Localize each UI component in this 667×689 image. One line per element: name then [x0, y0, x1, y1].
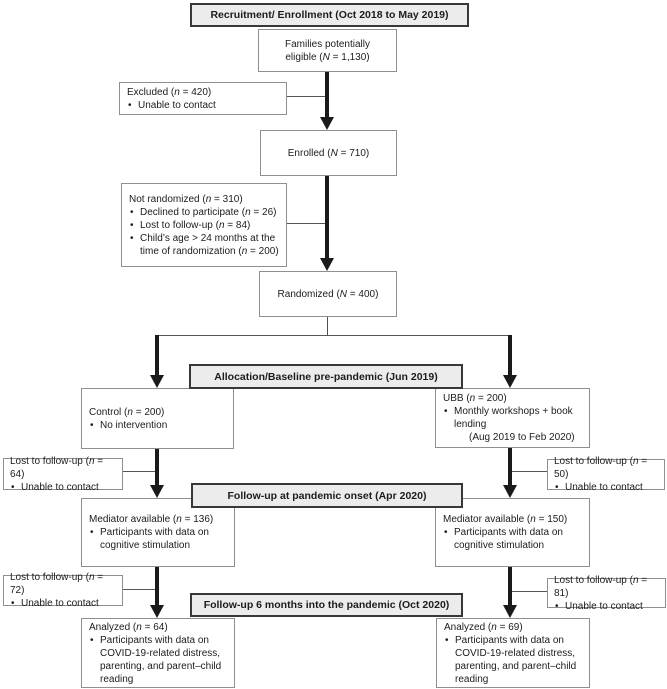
bullet-item: Unable to contact: [554, 481, 662, 494]
connector-lost-control-1: [123, 471, 157, 472]
connector-lost-control-2: [123, 589, 157, 590]
analyzed-control-box: Analyzed (n = 64) Participants with data…: [81, 618, 235, 688]
connector-branch-horizontal: [155, 335, 511, 336]
flow-line-control-mediator: [155, 449, 159, 486]
bullet-item: Participants with data on COVID-19-relat…: [89, 634, 230, 686]
box-note: (Aug 2019 to Feb 2020): [469, 432, 575, 443]
stage-header-recruitment: Recruitment/ Enrollment (Oct 2018 to May…: [190, 3, 469, 27]
flow-line-branch-control: [155, 335, 159, 376]
bullet-item: Unable to contact: [554, 600, 663, 613]
connector-randomized-branch: [327, 317, 328, 336]
bullet-item: Monthly workshops + book lending: [443, 405, 585, 431]
not-randomized-box: Not randomized (n = 310) Declined to par…: [121, 183, 287, 267]
arrowhead-randomized-icon: [320, 258, 334, 271]
flow-line-enrolled-randomized: [325, 176, 329, 259]
bullet-item: Unable to contact: [10, 597, 120, 610]
control-box: Control (n = 200) No intervention: [81, 388, 234, 449]
box-line: Randomized (N = 400): [277, 288, 379, 300]
stage-header-allocation: Allocation/Baseline pre-pandemic (Jun 20…: [189, 364, 463, 389]
analyzed-ubb-box: Analyzed (n = 69) Participants with data…: [436, 618, 590, 688]
flow-line-mediator-analyzed-ubb: [508, 567, 512, 606]
bullet-item: Participants with data on cognitive stim…: [89, 526, 230, 552]
mediator-available-ubb-box: Mediator available (n = 150) Participant…: [435, 498, 590, 567]
bullet-item: Lost to follow-up (n = 84): [129, 219, 282, 232]
arrowhead-analyzed-control-icon: [150, 605, 164, 618]
arrowhead-mediator-control-icon: [150, 485, 164, 498]
bullet-item: Child’s age > 24 months at the time of r…: [129, 232, 282, 258]
box-title: Lost to follow-up (n = 64): [10, 455, 104, 480]
arrowhead-analyzed-ubb-icon: [503, 605, 517, 618]
box-title: UBB (n = 200): [443, 393, 507, 404]
excluded-box: Excluded (n = 420) Unable to contact: [119, 82, 287, 115]
lost-to-followup-ubb-2-box: Lost to follow-up (n = 81) Unable to con…: [547, 575, 666, 613]
box-title: Lost to follow-up (n = 50): [554, 456, 648, 480]
bullet-item: Participants with data on COVID-19-relat…: [444, 634, 585, 686]
enrolled-box: Enrolled (N = 710): [260, 130, 397, 176]
box-title: Excluded (n = 420): [127, 86, 212, 98]
bullet-item: Declined to participate (n = 26): [129, 206, 282, 219]
lost-to-followup-ubb-1-box: Lost to follow-up (n = 50) Unable to con…: [547, 456, 665, 494]
ubb-box: UBB (n = 200) Monthly workshops + book l…: [435, 388, 590, 448]
lost-to-followup-control-1-box: Lost to follow-up (n = 64) Unable to con…: [3, 455, 123, 494]
flow-line-ubb-mediator: [508, 448, 512, 486]
stage-header-followup-6mo: Follow-up 6 months into the pandemic (Oc…: [190, 593, 463, 617]
box-line: Families potentially: [284, 38, 371, 50]
flow-line-mediator-analyzed-control: [155, 567, 159, 606]
box-title: Mediator available (n = 136): [89, 514, 214, 525]
stage-header-followup-onset: Follow-up at pandemic onset (Apr 2020): [191, 483, 463, 508]
connector-lost-ubb-1: [510, 471, 547, 472]
families-eligible-box: Families potentially eligible (N = 1,130…: [258, 29, 397, 72]
box-title: Control (n = 200): [89, 406, 165, 418]
flow-line-branch-ubb: [508, 335, 512, 376]
connector-lost-ubb-2: [510, 591, 547, 592]
arrowhead-enrolled-icon: [320, 117, 334, 130]
arrowhead-mediator-ubb-icon: [503, 485, 517, 498]
connector-not-randomized: [287, 223, 327, 224]
bullet-item: Participants with data on cognitive stim…: [443, 526, 585, 552]
box-title: Analyzed (n = 69): [444, 621, 523, 633]
randomized-box: Randomized (N = 400): [259, 271, 397, 317]
box-title: Analyzed (n = 64): [89, 621, 168, 633]
bullet-item: Unable to contact: [127, 99, 282, 112]
arrowhead-ubb-icon: [503, 375, 517, 388]
lost-to-followup-control-2-box: Lost to follow-up (n = 72) Unable to con…: [3, 572, 123, 610]
box-title: Lost to follow-up (n = 72): [10, 572, 104, 596]
flow-line-families-enrolled: [325, 72, 329, 118]
connector-excluded: [287, 96, 327, 97]
box-title: Mediator available (n = 150): [443, 514, 568, 525]
box-title: Lost to follow-up (n = 81): [554, 574, 648, 599]
box-line: eligible (N = 1,130): [285, 51, 370, 63]
bullet-item: Unable to contact: [10, 481, 120, 494]
arrowhead-control-icon: [150, 375, 164, 388]
box-line: Enrolled (N = 710): [287, 147, 370, 159]
mediator-available-control-box: Mediator available (n = 136) Participant…: [81, 498, 235, 567]
bullet-item: No intervention: [89, 419, 229, 432]
box-title: Not randomized (n = 310): [129, 193, 243, 205]
